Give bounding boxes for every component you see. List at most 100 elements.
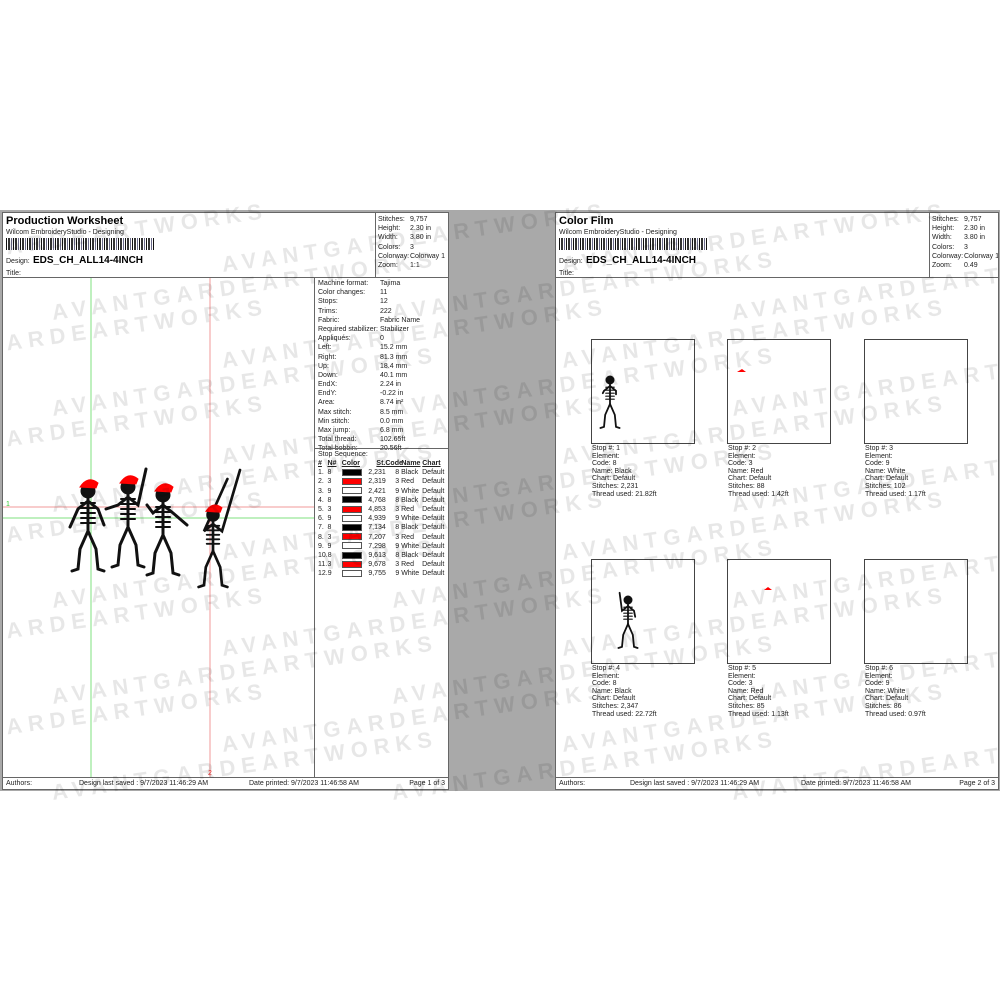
color-swatch (341, 560, 362, 568)
stop-info-line: Chart: Default (865, 695, 909, 703)
stat-value: 0.49 (964, 261, 978, 269)
cell: Black (401, 469, 419, 477)
info-row: Left:15.2 mm (315, 343, 448, 352)
design-name: EDS_CH_ALL14-4INCH (33, 255, 144, 266)
cell: Default (422, 533, 445, 541)
column-header: Color (341, 460, 360, 467)
cell: Red (401, 533, 414, 541)
stop-info-line: Thread used: 22.72ft (592, 710, 657, 718)
cell: 3 (395, 533, 400, 541)
info-value: -0.22 in (380, 390, 404, 398)
info-value: 8.74 in² (380, 399, 404, 407)
skeleton-design-preview: 12 (3, 278, 314, 778)
info-label: Max jump: (318, 427, 351, 434)
footer-saved: Design last saved : 9/7/2023 11:46:29 AM (79, 780, 209, 787)
info-row: Max stitch: 8.5 mm (315, 408, 448, 417)
barcode (559, 238, 707, 250)
cell: 7,134 (368, 524, 386, 532)
cell: 9 (327, 487, 332, 495)
cell: 7. (318, 524, 324, 532)
stop-info-line: Thread used: 1.17ft (865, 490, 926, 498)
footer-printed: Date printed: 9/7/2023 11:46:58 AM (249, 780, 360, 787)
info-row: Stops:12 (315, 297, 448, 306)
stop-info-line: Name: Red (728, 467, 764, 475)
cell: 9 (395, 570, 400, 578)
info-label: Stops: (318, 298, 338, 306)
cell: 9 (395, 487, 400, 495)
stop-info-line: Name: White (865, 687, 906, 695)
stop-info-line: Code: 9 (865, 460, 890, 468)
cell: 4. (318, 496, 324, 504)
stop-info-line: Element: (592, 452, 620, 460)
page-footer: Authors: Design last saved : 9/7/2023 11… (556, 777, 998, 789)
stop-info-line: Stop #: 1 (592, 445, 621, 452)
color-swatch (341, 505, 362, 513)
info-label: Color changes: (318, 289, 366, 297)
stop-sequence-label: Stop Sequence: (318, 451, 368, 458)
cell: 9 (327, 515, 332, 523)
stat-value: Colorway 1 (964, 252, 999, 260)
info-label: Trims: (318, 307, 338, 315)
stop-info-line: Stitches: 86 (865, 702, 902, 710)
info-row: Up:18.4 mm (315, 362, 448, 371)
cell: White (401, 515, 420, 523)
stat-row: Height:2.30 in (932, 224, 998, 233)
info-label: Area: (318, 399, 335, 407)
page-title: Production Worksheet (6, 215, 124, 227)
stop-info-line: Thread used: 1.13ft (728, 710, 789, 718)
info-row: EndY:-0.22 in (315, 389, 448, 398)
stop-info-line: Code: 3 (728, 460, 753, 468)
color-film-page: Color Film Wilcom EmbroideryStudio - Des… (555, 212, 999, 790)
cell: 8 (327, 496, 332, 504)
column-header: St. (376, 460, 386, 467)
stat-label: Zoom: (378, 261, 398, 269)
design-name: EDS_CH_ALL14-4INCH (586, 255, 697, 266)
stat-label: Colorway: (378, 252, 410, 260)
cell: 6. (318, 515, 324, 523)
stop-info-line: Stitches: 88 (728, 482, 765, 490)
stat-value: 1:1 (410, 261, 420, 269)
app-subtitle: Wilcom EmbroideryStudio - Designing (559, 229, 677, 236)
cell: 2,231 (368, 469, 386, 477)
stop-thumbnail (727, 559, 831, 664)
stat-row: Zoom:0.49 (932, 261, 998, 270)
cell: Red (401, 561, 414, 569)
info-label: Max stitch: (318, 408, 352, 416)
cell: 9,678 (368, 561, 386, 569)
color-swatch-cell (341, 542, 364, 551)
color-swatch (341, 468, 362, 476)
column-header: N# (327, 460, 337, 467)
info-value: 40.1 mm (380, 371, 408, 379)
stop-info-line: Name: Black (592, 687, 632, 695)
cell: 8 (327, 551, 332, 559)
stat-row: Width:3.80 in (378, 233, 448, 242)
cell: Default (422, 551, 445, 559)
stat-row: Colorway:Colorway 1 (932, 252, 999, 261)
footer-page: Page 1 of 3 (409, 780, 445, 787)
color-swatch (341, 496, 362, 504)
info-row: Min stitch:0.0 mm (315, 417, 448, 426)
info-value: 81.3 mm (380, 353, 408, 361)
info-value: 8.5 mm (380, 408, 404, 416)
color-swatch-cell (341, 487, 364, 496)
stop-info-line: Thread used: 0.97ft (865, 710, 926, 718)
stat-value: 2.30 in (410, 225, 432, 233)
stop-info-line: Element: (728, 672, 756, 680)
color-swatch (341, 542, 362, 550)
info-label: Down: (318, 371, 338, 379)
stat-row: Colors:3 (932, 243, 998, 252)
cell: Default (422, 469, 445, 477)
stop-info-line: Stop #: 4 (592, 665, 621, 672)
info-label: Up: (318, 362, 329, 370)
info-label: Right: (318, 353, 337, 361)
red-hat-stitches (737, 369, 746, 372)
stop-info-line: Thread used: 1.42ft (728, 490, 789, 498)
